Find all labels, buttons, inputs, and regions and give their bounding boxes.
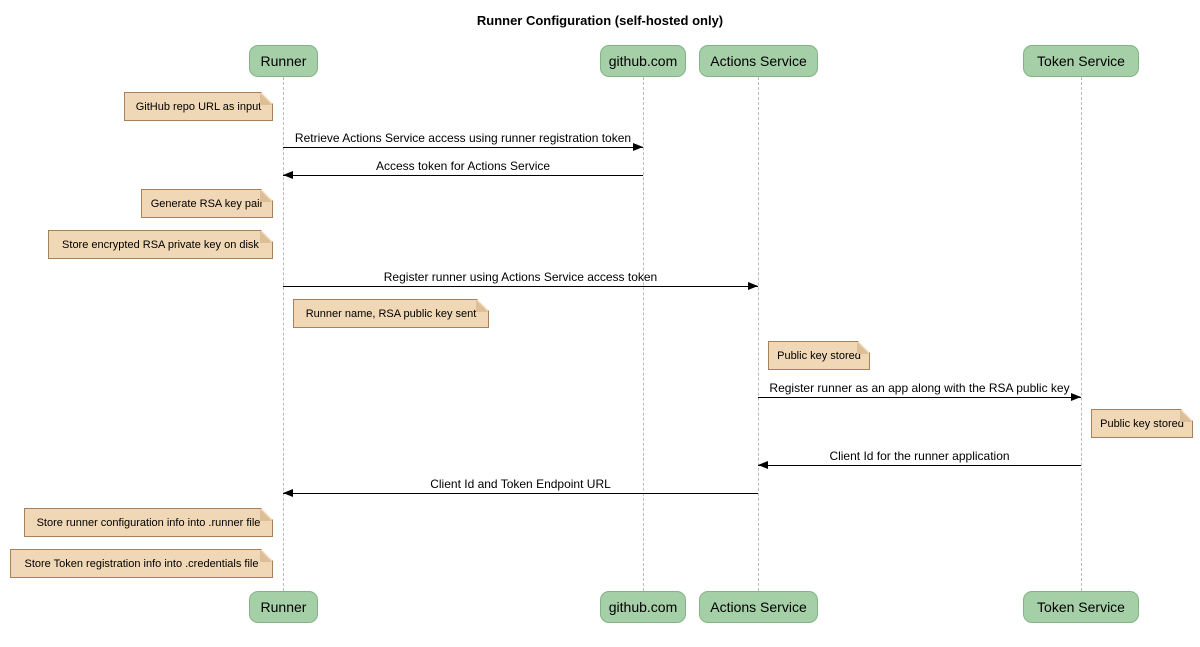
participant-actions-service-top: Actions Service <box>699 45 818 77</box>
note-text: Store Token registration info into .cred… <box>24 557 259 570</box>
note-fold-icon <box>260 190 272 202</box>
note-generate-rsa: Generate RSA key pair <box>141 189 273 218</box>
message-line <box>758 465 1081 466</box>
arrowhead-right-icon <box>748 282 758 290</box>
message-line <box>283 286 758 287</box>
message-line <box>283 175 643 176</box>
arrowhead-right-icon <box>1071 393 1081 401</box>
participant-label: Token Service <box>1037 599 1125 615</box>
participant-label: github.com <box>608 53 678 69</box>
arrowhead-left-icon <box>758 461 768 469</box>
note-fold-icon <box>260 509 272 521</box>
note-github-repo-url: GitHub repo URL as input <box>124 92 273 121</box>
diagram-title: Runner Configuration (self-hosted only) <box>476 13 724 28</box>
note-store-credentials-file: Store Token registration info into .cred… <box>10 549 273 578</box>
participant-token-service-top: Token Service <box>1023 45 1139 77</box>
arrowhead-left-icon <box>283 489 293 497</box>
note-public-key-stored-token: Public key stored <box>1091 409 1193 438</box>
participant-runner-top: Runner <box>249 45 318 77</box>
lifeline-runner <box>283 77 284 591</box>
participant-github-bottom: github.com <box>600 591 686 623</box>
note-runner-name-sent: Runner name, RSA public key sent <box>293 299 489 328</box>
participant-label: Runner <box>260 53 307 69</box>
note-text: Runner name, RSA public key sent <box>305 307 477 320</box>
note-fold-icon <box>260 550 272 562</box>
participant-label: Token Service <box>1037 53 1125 69</box>
lifeline-token-service <box>1081 77 1082 591</box>
message-label: Register runner as an app along with the… <box>769 381 1070 395</box>
participant-label: Actions Service <box>710 53 807 69</box>
note-text: Store runner configuration info into .ru… <box>36 516 261 529</box>
arrowhead-right-icon <box>633 143 643 151</box>
note-text: Generate RSA key pair <box>150 197 264 210</box>
message-retrieve-access: Retrieve Actions Service access using ru… <box>283 131 643 151</box>
note-fold-icon <box>476 300 488 312</box>
participant-actions-service-bottom: Actions Service <box>699 591 818 623</box>
message-client-id-endpoint: Client Id and Token Endpoint URL <box>283 477 758 497</box>
message-line <box>758 397 1081 398</box>
message-register-app: Register runner as an app along with the… <box>758 381 1081 401</box>
message-label: Retrieve Actions Service access using ru… <box>294 131 632 145</box>
message-label: Client Id for the runner application <box>829 449 1010 463</box>
participant-label: Actions Service <box>710 599 807 615</box>
note-text: Public key stored <box>777 349 861 362</box>
participant-token-service-bottom: Token Service <box>1023 591 1139 623</box>
note-public-key-stored-actions: Public key stored <box>768 341 870 370</box>
message-line <box>283 147 643 148</box>
message-label: Register runner using Actions Service ac… <box>383 270 658 284</box>
message-label: Access token for Actions Service <box>375 159 551 173</box>
message-line <box>283 493 758 494</box>
note-store-runner-file: Store runner configuration info into .ru… <box>24 508 273 537</box>
message-access-token: Access token for Actions Service <box>283 159 643 179</box>
participant-label: Runner <box>260 599 307 615</box>
lifeline-github <box>643 77 644 591</box>
note-text: GitHub repo URL as input <box>135 100 262 113</box>
note-store-private-key: Store encrypted RSA private key on disk <box>48 230 273 259</box>
note-fold-icon <box>260 231 272 243</box>
participant-label: github.com <box>608 599 678 615</box>
note-text: Public key stored <box>1100 417 1184 430</box>
note-fold-icon <box>260 93 272 105</box>
lifeline-actions-service <box>758 77 759 591</box>
participant-runner-bottom: Runner <box>249 591 318 623</box>
message-label: Client Id and Token Endpoint URL <box>430 477 611 491</box>
arrowhead-left-icon <box>283 171 293 179</box>
message-register-runner: Register runner using Actions Service ac… <box>283 270 758 290</box>
note-fold-icon <box>857 342 869 354</box>
note-fold-icon <box>1180 410 1192 422</box>
participant-github-top: github.com <box>600 45 686 77</box>
message-client-id: Client Id for the runner application <box>758 449 1081 469</box>
note-text: Store encrypted RSA private key on disk <box>62 238 259 251</box>
